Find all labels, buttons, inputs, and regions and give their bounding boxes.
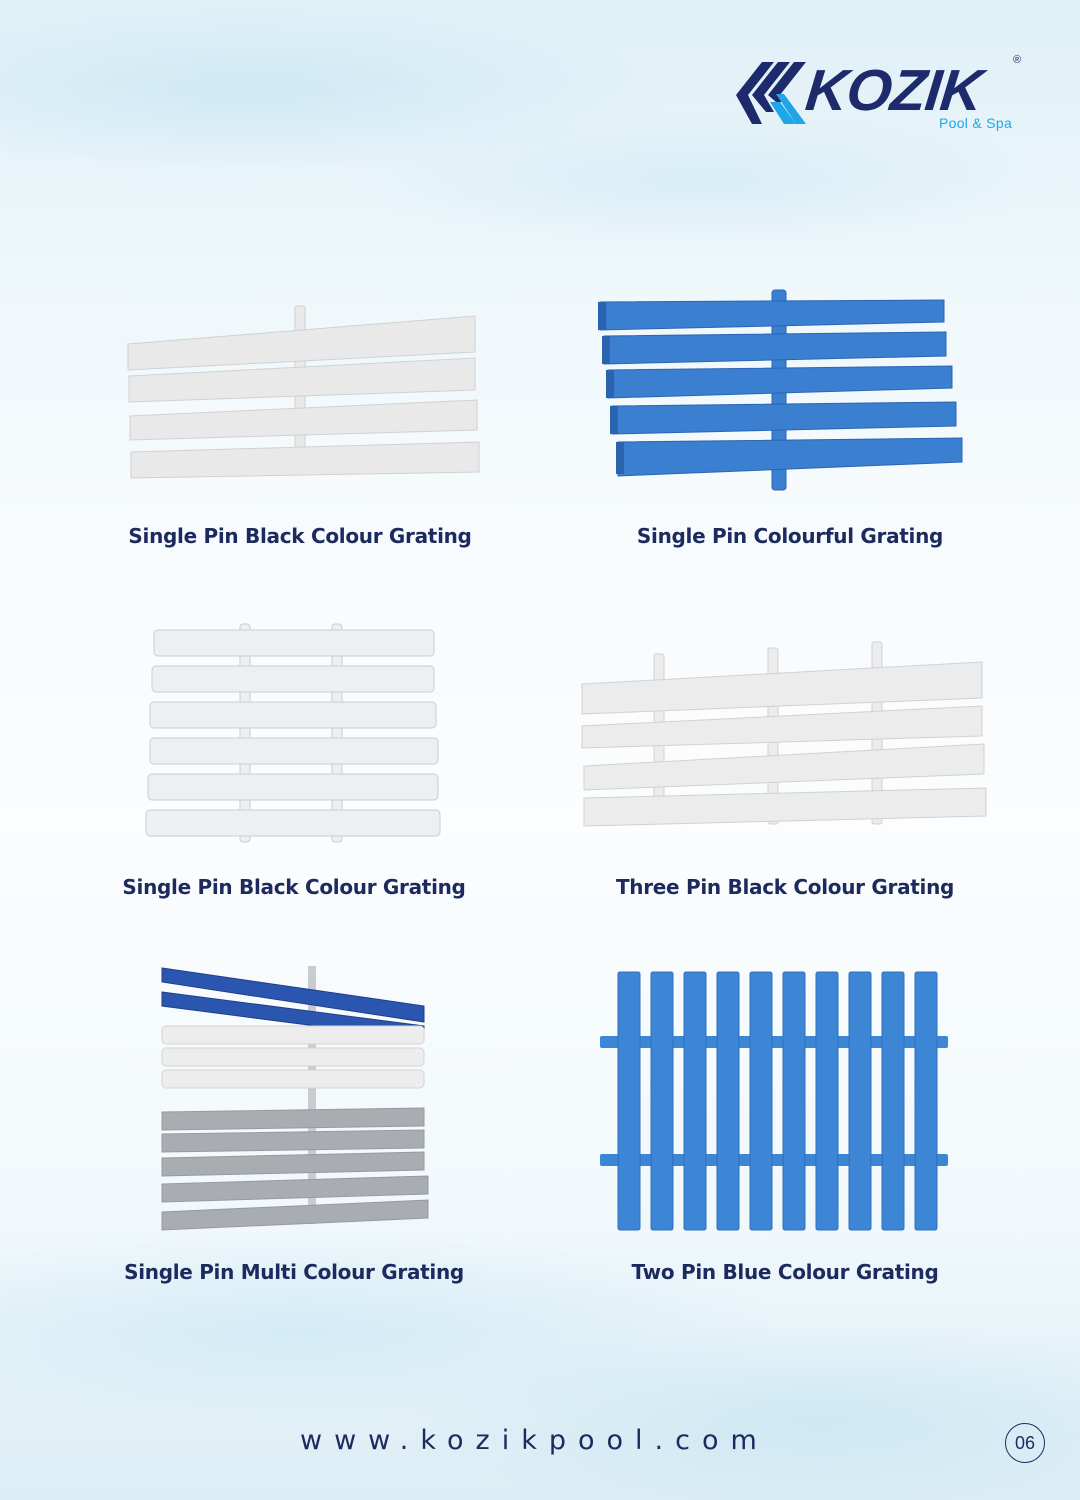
registered-mark: ® [1013, 54, 1022, 66]
brand-tagline: Pool & Spa [939, 115, 1013, 131]
product-caption: Single Pin Black Colour Grating [122, 875, 466, 899]
website-link[interactable]: www.kozikpool.com [300, 1425, 769, 1456]
product-image-blue-vertical-grating [600, 971, 948, 1231]
brand-name: KOZIK [802, 58, 985, 123]
product-caption: Single Pin Black Colour Grating [128, 524, 472, 548]
product-caption: Single Pin Colourful Grating [636, 524, 944, 548]
product-caption: Three Pin Black Colour Grating [615, 875, 955, 899]
product-image-white-grating [127, 305, 480, 479]
product-image-white-two-pin-grating [145, 623, 441, 843]
product-caption: Two Pin Blue Colour Grating [631, 1260, 939, 1284]
kozik-logo: KOZIK ® Pool & Spa [736, 54, 1026, 138]
page-number: 06 [1005, 1423, 1045, 1463]
product-image-white-three-pin-grating [581, 641, 987, 827]
product-image-blue-grating [598, 289, 963, 491]
product-image-multicolour-grating [161, 966, 429, 1231]
product-caption: Single Pin Multi Colour Grating [124, 1260, 464, 1284]
kozik-stripes-icon [736, 62, 806, 124]
